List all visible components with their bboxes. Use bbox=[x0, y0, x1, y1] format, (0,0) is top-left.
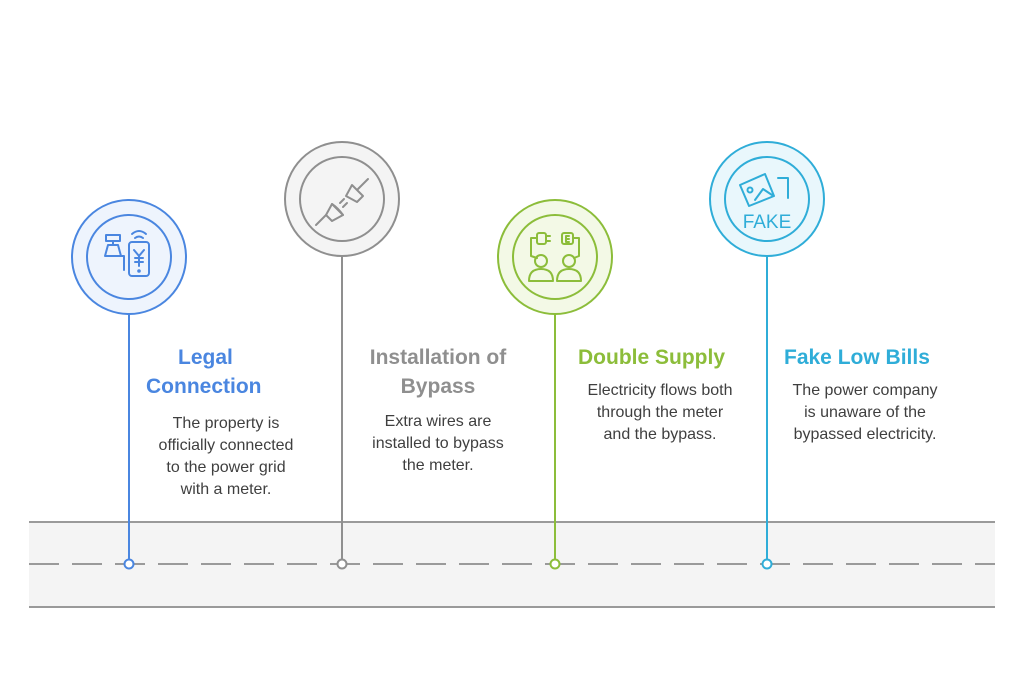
description-line: the meter. bbox=[402, 457, 474, 474]
description: Extra wires are installed to bypass the … bbox=[348, 411, 528, 477]
cash-register-phone-yuan-icon bbox=[104, 230, 150, 277]
description-line: and the bypass. bbox=[603, 426, 717, 443]
title-line: Connection bbox=[146, 375, 262, 398]
description-line: bypassed electricity. bbox=[793, 426, 937, 443]
description-line: Extra wires are bbox=[384, 413, 492, 430]
step-installation-of-bypass bbox=[284, 141, 400, 570]
title-line: Bypass bbox=[400, 375, 476, 398]
description: The power company is unaware of the bypa… bbox=[775, 380, 955, 446]
fake-icon-text: FAKE bbox=[743, 212, 792, 233]
description-line: Electricity flows both bbox=[587, 382, 733, 399]
title-line: Double Supply bbox=[578, 346, 725, 369]
description: Electricity flows both through the meter… bbox=[565, 380, 755, 446]
step-title: Installation of Bypass bbox=[348, 343, 528, 401]
description-line: The property is bbox=[172, 415, 280, 432]
step-legal-connection bbox=[71, 199, 187, 570]
two-people-plugs-icon bbox=[528, 232, 582, 282]
description: The property is officially connected to … bbox=[136, 413, 316, 501]
description-line: with a meter. bbox=[180, 481, 272, 498]
pin-dot bbox=[123, 558, 135, 570]
description-line: officially connected bbox=[158, 437, 294, 454]
pin-dot bbox=[549, 558, 561, 570]
description-line: to the power grid bbox=[166, 459, 286, 476]
inner-circle bbox=[86, 214, 172, 300]
inner-circle bbox=[512, 214, 598, 300]
fake-image-icon: FAKE bbox=[739, 173, 792, 233]
outer-circle bbox=[497, 199, 613, 315]
step-label-fake-low-bills: Fake Low Bills The power company is unaw… bbox=[775, 343, 955, 446]
description-line: is unaware of the bbox=[804, 404, 926, 421]
title-line: Legal bbox=[178, 346, 233, 369]
description-line: installed to bypass bbox=[372, 435, 504, 452]
step-title: Fake Low Bills bbox=[775, 343, 955, 372]
step-label-installation-of-bypass: Installation of Bypass Extra wires are i… bbox=[348, 343, 528, 477]
step-fake-low-bills: FAKE bbox=[709, 141, 825, 570]
pin-dot bbox=[336, 558, 348, 570]
step-label-legal-connection: Legal bbox=[136, 343, 278, 372]
inner-circle bbox=[299, 156, 385, 242]
step-double-supply bbox=[497, 199, 613, 570]
title-line: Installation of bbox=[369, 346, 507, 369]
pin-dot bbox=[761, 558, 773, 570]
step-title: Double Supply bbox=[565, 343, 755, 372]
title-line: Fake Low Bills bbox=[784, 346, 930, 369]
step-label-double-supply: Double Supply Electricity flows both thr… bbox=[565, 343, 755, 446]
step-desc-legal-connection: The property is officially connected to … bbox=[136, 403, 316, 501]
description-line: The power company bbox=[792, 382, 938, 399]
step-title: Legal bbox=[136, 343, 278, 372]
step-title-second-line: Connection bbox=[146, 372, 270, 401]
unplugged-plug-icon bbox=[315, 178, 369, 226]
outer-circle bbox=[284, 141, 400, 257]
inner-circle bbox=[724, 156, 810, 242]
description-line: through the meter bbox=[596, 404, 724, 421]
